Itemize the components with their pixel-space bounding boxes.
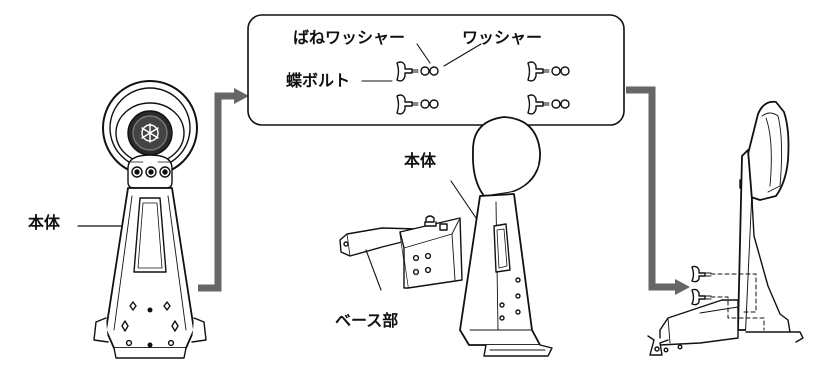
label-base: ベース部 — [335, 311, 399, 330]
front-view-pad — [93, 80, 207, 359]
flow-arrow-icon — [198, 92, 236, 292]
bolt-set — [396, 94, 439, 115]
label-body-center: 本体 — [404, 151, 437, 170]
spring-washer-icon — [551, 99, 561, 109]
leader-line-base — [365, 249, 382, 291]
wing-bolt-icon — [691, 265, 706, 283]
bolt-set — [527, 61, 570, 82]
spring-washer-icon — [551, 66, 561, 76]
wing-bolt-icon — [396, 94, 413, 115]
alignment-guides — [710, 273, 765, 331]
assembled-side-view — [647, 100, 804, 356]
washer-icon — [429, 99, 439, 109]
label-body-left: 本体 — [28, 213, 61, 232]
wing-bolt-icon — [527, 94, 544, 115]
label-spring-washer: ばねワッシャー — [293, 28, 406, 47]
label-washer: ワッシャー — [462, 28, 543, 47]
spring-washer-icon — [420, 66, 430, 76]
base-bracket — [339, 215, 463, 289]
washer-icon — [429, 66, 439, 76]
yamaha-logo-icon — [141, 123, 159, 143]
wing-bolt-icon — [396, 61, 413, 82]
washer-icon — [560, 99, 570, 109]
bolt-set — [691, 288, 712, 306]
bolt-set — [691, 265, 712, 283]
label-wing-bolt: 蝶ボルト — [286, 71, 351, 90]
leader-line-body-center — [450, 180, 477, 219]
flow-arrow-icon — [626, 86, 677, 291]
bolt-set — [396, 61, 439, 82]
wing-bolt-icon — [527, 61, 544, 82]
wing-bolt-icon — [691, 288, 706, 306]
bolt-set — [527, 94, 570, 115]
washer-icon — [560, 66, 570, 76]
side-view-pad — [459, 116, 553, 357]
spring-washer-icon — [420, 99, 430, 109]
